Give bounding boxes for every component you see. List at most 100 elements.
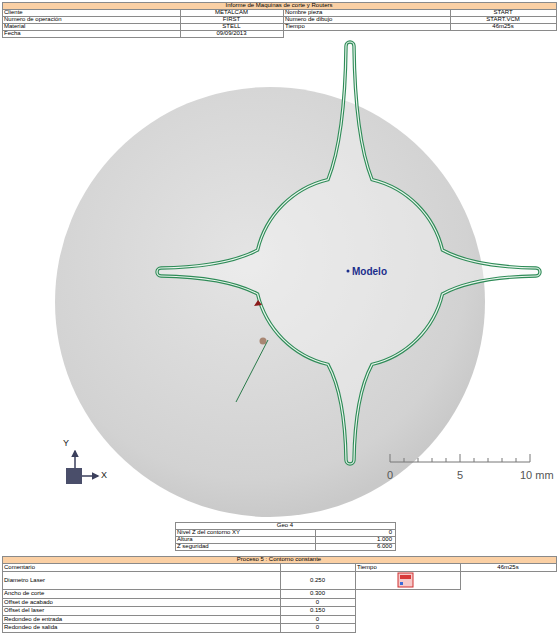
table-cell <box>281 615 356 624</box>
model-label: Modelo <box>352 265 412 278</box>
table-cell <box>181 10 284 17</box>
table-cell <box>356 572 461 590</box>
scale-tick <box>404 458 405 462</box>
table-cell <box>181 24 284 31</box>
table-cell <box>3 10 181 17</box>
scale-label: 10 mm <box>520 468 556 482</box>
table-cell-text: 46m25s <box>450 23 556 30</box>
scale-tick <box>390 454 391 462</box>
scale-tick <box>530 454 531 462</box>
scale-tick <box>516 458 517 462</box>
table-cell <box>3 24 181 31</box>
table-cell <box>176 523 396 530</box>
table-cell <box>181 31 284 38</box>
table-cell <box>451 10 557 17</box>
scale-tick <box>418 458 419 462</box>
axis-origin-box <box>66 468 82 484</box>
part-outline <box>157 42 540 464</box>
table-cell-text: METALCAM <box>180 9 283 16</box>
table-cell-text: Nombre pieza <box>283 9 450 16</box>
table-cell <box>3 607 281 616</box>
table-cell-text: Redondeo de entrada <box>2 615 280 624</box>
icon-mark <box>400 582 403 585</box>
table-cell <box>451 24 557 31</box>
x-axis-arrow <box>82 475 98 477</box>
table-grid <box>3 3 557 633</box>
icon-mark <box>400 575 411 579</box>
table-cell <box>281 598 356 607</box>
scale-tick <box>446 458 447 462</box>
report-title: Informe de Maquinas de corte y Routers <box>2 2 556 9</box>
table-cell <box>316 537 396 544</box>
scale-tick <box>488 458 489 462</box>
table-cell-text: 0.250 <box>280 571 355 589</box>
scale-label: 0 <box>384 468 396 482</box>
table-cell-text: START <box>450 9 556 16</box>
table-cell <box>3 598 281 607</box>
table-cell <box>176 544 316 551</box>
scale-tick <box>502 458 503 462</box>
table-cell <box>281 590 356 599</box>
table-cell-text: 46m25s <box>460 563 556 571</box>
table-cell <box>284 10 451 17</box>
axis-label: Y <box>63 438 75 449</box>
table-cell-text: 0.300 <box>280 589 355 598</box>
table-cell-text: Numero de operación <box>2 16 180 23</box>
table-cell <box>281 572 356 590</box>
table-cell <box>316 530 396 537</box>
model-origin <box>347 270 350 273</box>
table-cell <box>181 17 284 24</box>
axis-label: X <box>101 470 113 481</box>
table-cell-text: START.VCM <box>450 16 556 23</box>
table-cell <box>284 17 451 24</box>
table-cell-text: Material <box>2 23 180 30</box>
pierce-point <box>260 338 267 345</box>
table-cell-text: Geo 4 <box>175 522 395 529</box>
table-cell <box>451 17 557 24</box>
table-cell <box>461 564 557 572</box>
table-cell-text: 09/09/2013 <box>180 30 283 37</box>
start-arrow <box>254 300 262 306</box>
table-cell-text: STELL <box>180 23 283 30</box>
table-cell-text: Offset de acabado <box>2 598 280 607</box>
table-cell <box>3 590 281 599</box>
table-cell-text: 0 <box>280 598 355 607</box>
table-cell-text: Numero de dibujo <box>283 16 450 23</box>
table-cell-text: 1.000 <box>315 536 395 543</box>
scale-tick <box>432 458 433 462</box>
scale-label: 5 <box>454 468 466 482</box>
scale-bar <box>390 454 530 462</box>
section-header: Proceso 5 : Contorno constante <box>2 556 556 563</box>
table-cell-text: Z seguridad <box>175 543 315 550</box>
table-cell <box>3 31 181 38</box>
table-cell-text: Offset del laser <box>2 606 280 615</box>
table-cell-text: Tiempo <box>283 23 450 30</box>
table-cell <box>176 537 316 544</box>
table-cell-text: 6.000 <box>315 543 395 550</box>
table-cell <box>281 624 356 633</box>
table-cell-text: Redondeo de salida <box>2 623 280 632</box>
table-cell <box>284 24 451 31</box>
table-cell-text: 0 <box>315 529 395 536</box>
part-contour <box>157 42 540 464</box>
table-cell <box>3 3 557 10</box>
table-cell-text: Nivel Z del contorno XY <box>175 529 315 536</box>
table-cell <box>3 572 281 590</box>
table-cell <box>281 564 356 572</box>
axis-icon <box>66 451 98 484</box>
part-contour-inner <box>157 42 540 464</box>
lead-in-line <box>236 340 268 402</box>
table-cell <box>3 557 557 564</box>
table-cell-text: 0 <box>280 623 355 632</box>
table-cell-text: 0.150 <box>280 606 355 615</box>
tool-icon <box>398 573 413 587</box>
table-cell <box>281 607 356 616</box>
table-cell-text: Comentario <box>2 563 280 571</box>
table-cell <box>3 624 281 633</box>
table-cell-text: Ancho de corte <box>2 589 280 598</box>
table-cell <box>3 17 181 24</box>
table-cell-text: FIRST <box>180 16 283 23</box>
table-cell-text: Cliente <box>2 9 180 16</box>
icon-frame <box>398 573 413 587</box>
